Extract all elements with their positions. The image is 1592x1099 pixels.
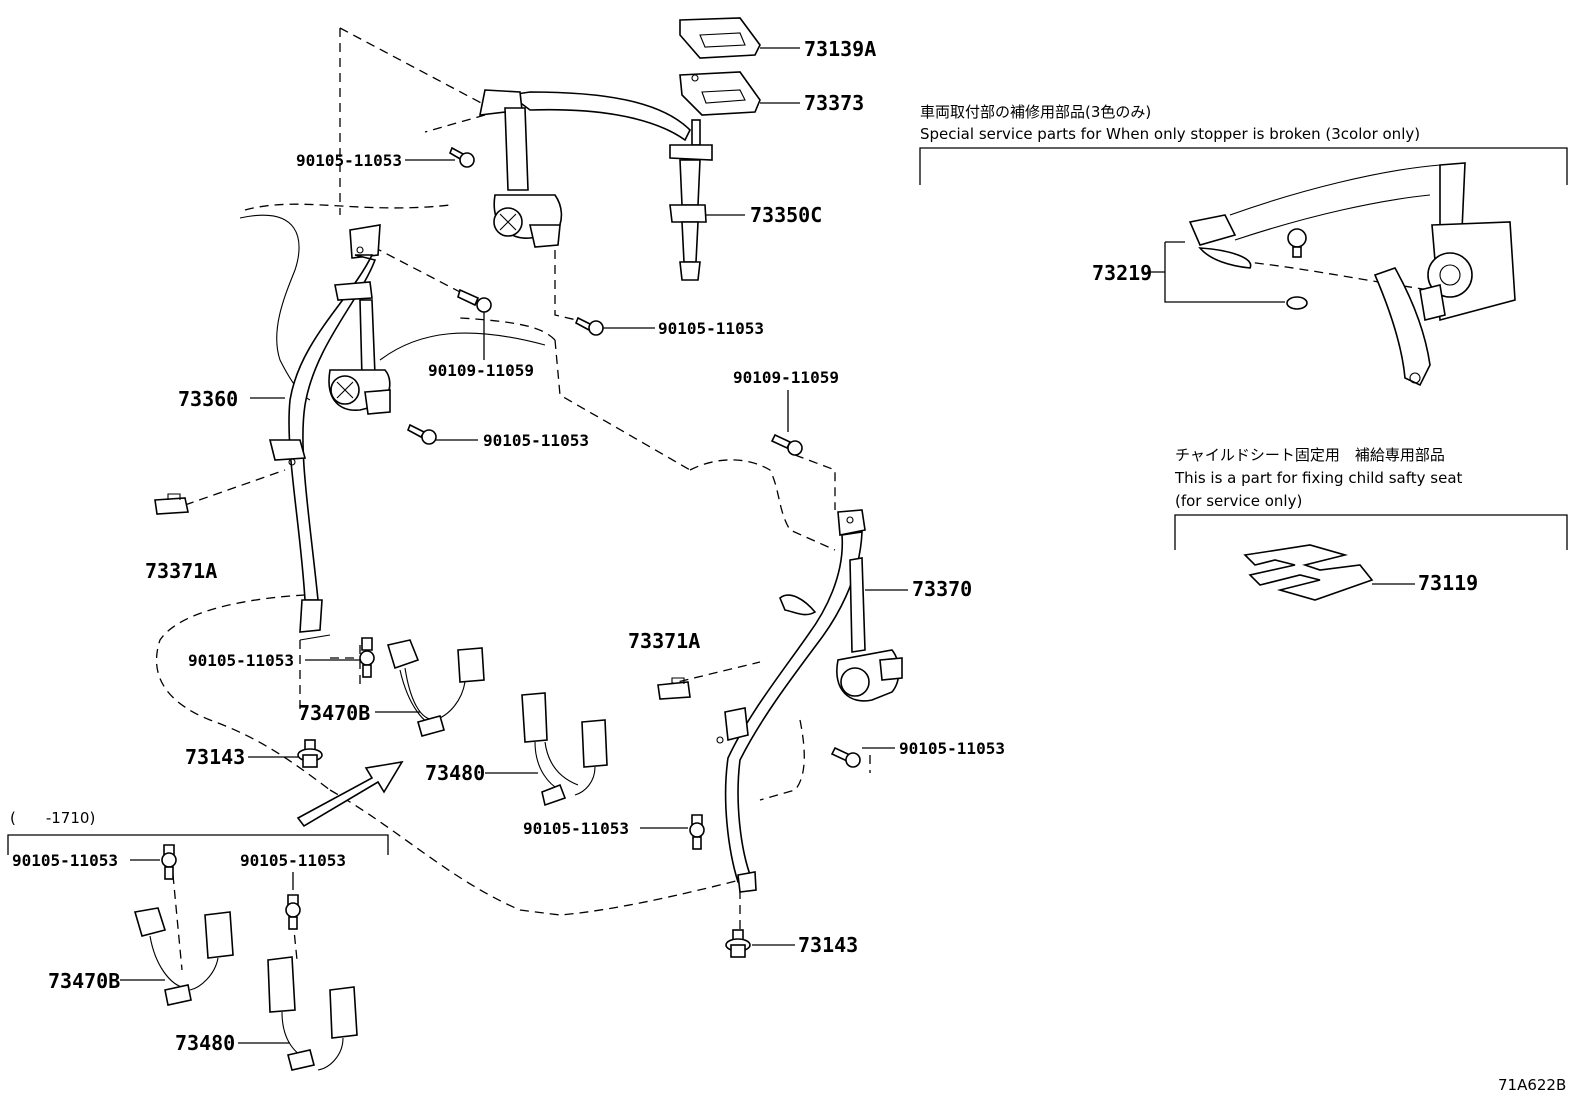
upper-retractor-belt[interactable]	[478, 89, 691, 248]
part-73139A-cover[interactable]	[679, 17, 800, 59]
label-73350C: 73350C	[750, 203, 822, 227]
label-90109-right: 90109-11059	[733, 368, 839, 387]
label-73371A-left: 73371A	[145, 559, 217, 583]
stopper-service-box: 車両取付部の補修用部品(3色のみ) Special service parts …	[919, 103, 1568, 185]
direction-arrow	[296, 760, 404, 828]
stopper-note-jp: 車両取付部の補修用部品(3色のみ)	[920, 103, 1151, 121]
bolt-mid[interactable]	[574, 316, 655, 336]
label-90105-top: 90105-11053	[296, 151, 402, 170]
bolt-lower-left[interactable]	[305, 637, 375, 678]
label-73480-box: 73480	[175, 1031, 235, 1055]
label-73480: 73480	[425, 761, 485, 785]
label-90105-box-2: 90105-11053	[240, 851, 346, 870]
part-73470B-buckle[interactable]	[375, 639, 485, 737]
part-73373-cover[interactable]	[679, 71, 800, 116]
bolt-left-retractor[interactable]	[406, 423, 478, 445]
part-labels: 73139A 73373 73350C 90105-11053 90105-11…	[12, 37, 1478, 1055]
part-73350C-anchor[interactable]	[669, 119, 745, 281]
bolt-box-1[interactable]	[130, 844, 177, 880]
part-73143-anchor-left[interactable]	[248, 739, 323, 768]
label-73371A-right: 73371A	[628, 629, 700, 653]
part-73119-plate[interactable]	[1243, 544, 1415, 601]
child-seat-box: チャイルドシート固定用 補給専用部品 This is a part for fi…	[1174, 446, 1568, 550]
label-90105-mid: 90105-11053	[658, 319, 764, 338]
label-90105-center: 90105-11053	[523, 819, 629, 838]
label-73470B-box: 73470B	[48, 969, 120, 993]
label-90105-right: 90105-11053	[899, 739, 1005, 758]
bolt-box-2[interactable]	[285, 872, 301, 930]
part-73371A-clip-left[interactable]	[154, 493, 189, 515]
label-90105-lower: 90105-11053	[188, 651, 294, 670]
label-73360: 73360	[178, 387, 238, 411]
bolt-top[interactable]	[405, 146, 475, 168]
child-note-en-1: This is a part for fixing child safty se…	[1174, 469, 1463, 487]
label-73119: 73119	[1418, 571, 1478, 595]
bolt-right[interactable]	[830, 746, 895, 768]
label-73373: 73373	[804, 91, 864, 115]
label-73470B: 73470B	[298, 701, 370, 725]
child-note-jp: チャイルドシート固定用 補給専用部品	[1175, 446, 1445, 464]
label-73143-right: 73143	[798, 933, 858, 957]
part-73480-buckle[interactable]	[485, 692, 608, 807]
label-73219: 73219	[1092, 261, 1152, 285]
range-label: ( -1710)	[10, 809, 95, 827]
bolt-90109-right[interactable]	[770, 390, 803, 456]
part-73480-box-buckle[interactable]	[238, 956, 358, 1071]
part-73219-stopper[interactable]	[1150, 162, 1516, 387]
seat-contour	[239, 214, 311, 401]
variant-range-box: ( -1710)	[7, 809, 389, 855]
part-73370-belt[interactable]	[716, 509, 908, 893]
bolt-center[interactable]	[640, 814, 705, 850]
part-73371A-clip-right[interactable]	[657, 677, 691, 700]
label-90105-box-1: 90105-11053	[12, 851, 118, 870]
label-73370: 73370	[912, 577, 972, 601]
part-73470B-box-buckle[interactable]	[120, 907, 234, 1006]
label-90109-left: 90109-11059	[428, 361, 534, 380]
child-note-en-2: (for service only)	[1175, 492, 1302, 510]
label-73139A: 73139A	[804, 37, 876, 61]
part-73360-belt[interactable]	[250, 224, 391, 641]
seat-back-contour	[379, 332, 546, 361]
bolt-90109-left[interactable]	[457, 288, 492, 360]
stopper-note-en: Special service parts for When only stop…	[920, 125, 1420, 143]
part-73143-anchor-right[interactable]	[725, 929, 795, 958]
label-90105-left: 90105-11053	[483, 431, 589, 450]
label-73143-left: 73143	[185, 745, 245, 769]
diagram-code: 71A622B	[1498, 1076, 1566, 1094]
